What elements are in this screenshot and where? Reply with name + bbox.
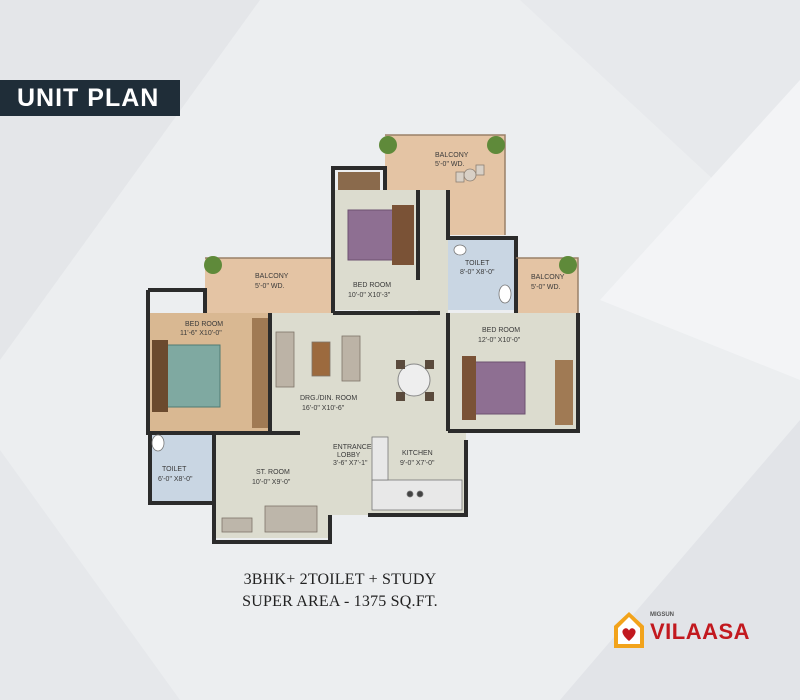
bed-icon xyxy=(338,172,414,265)
room-size: 8'-0" X8'-0" xyxy=(460,269,495,276)
room-name: BALCONY xyxy=(531,274,565,281)
sofa-icon xyxy=(275,331,361,388)
corridor-floor xyxy=(418,190,448,315)
room-size: 5'-0" WD. xyxy=(531,284,561,291)
desk-icon xyxy=(221,505,318,533)
room-size: 11'-6" X10'-0" xyxy=(180,330,222,337)
room-name: DRG./DIN. ROOM xyxy=(300,395,357,402)
logo-brand-text: VILAASA xyxy=(650,619,751,644)
room-size: 16'-0" X10'-6" xyxy=(302,405,345,412)
balcony-chairs-icon xyxy=(455,164,485,183)
top-balcony-floor xyxy=(385,135,505,190)
room-name: TOILET xyxy=(465,260,490,267)
room-size: 10'-0" X10'-3" xyxy=(348,292,391,299)
room-name: BED ROOM xyxy=(185,321,223,328)
logo-small-text: MIGSUN xyxy=(650,612,674,618)
room-name: ST. ROOM xyxy=(256,469,290,476)
room-size: 5'-0" WD. xyxy=(435,161,465,168)
room-size: 12'-0" X10'-0" xyxy=(478,337,521,344)
walls xyxy=(146,166,580,544)
plant-icon xyxy=(204,136,577,274)
room-name: TOILET xyxy=(162,466,187,473)
room-name: BALCONY xyxy=(255,273,289,280)
room-name: LOBBY xyxy=(337,452,361,459)
unit-configuration: 3BHK+ 2TOILET + STUDY xyxy=(243,571,437,588)
left-balcony-floor xyxy=(205,258,331,313)
room-labels: BALCONY 5'-0" WD. BED ROOM 10'-0" X10'-3… xyxy=(158,152,565,486)
house-heart-icon xyxy=(614,612,644,648)
lobby-floor xyxy=(330,433,368,515)
room-size: 10'-0" X9'-0" xyxy=(252,479,291,486)
room-name: BED ROOM xyxy=(353,282,391,289)
room-name: BED ROOM xyxy=(482,327,520,334)
toilet-fixture-icon xyxy=(151,244,512,452)
bed-icon xyxy=(152,318,268,428)
room-size: 5'-0" WD. xyxy=(255,283,285,290)
balcony-railings xyxy=(205,134,579,313)
page-title: UNIT PLAN xyxy=(0,80,180,116)
room-name: KITCHEN xyxy=(402,450,433,457)
kitchen-counter-icon xyxy=(371,436,463,511)
room-name: BALCONY xyxy=(435,152,469,159)
room-name: ENTRANCE xyxy=(333,444,372,451)
brand-logo: MIGSUN VILAASA xyxy=(612,608,750,654)
room-size: 6'-0" X8'-0" xyxy=(158,476,193,483)
room-size: 9'-0" X7'-0" xyxy=(400,460,435,467)
top-balcony-extension xyxy=(448,190,505,235)
room-size: 3'-6" X7'-1" xyxy=(333,460,368,467)
bed-icon xyxy=(462,356,573,425)
super-area: SUPER AREA - 1375 SQ.FT. xyxy=(242,593,438,610)
dining-table-icon xyxy=(396,360,434,401)
